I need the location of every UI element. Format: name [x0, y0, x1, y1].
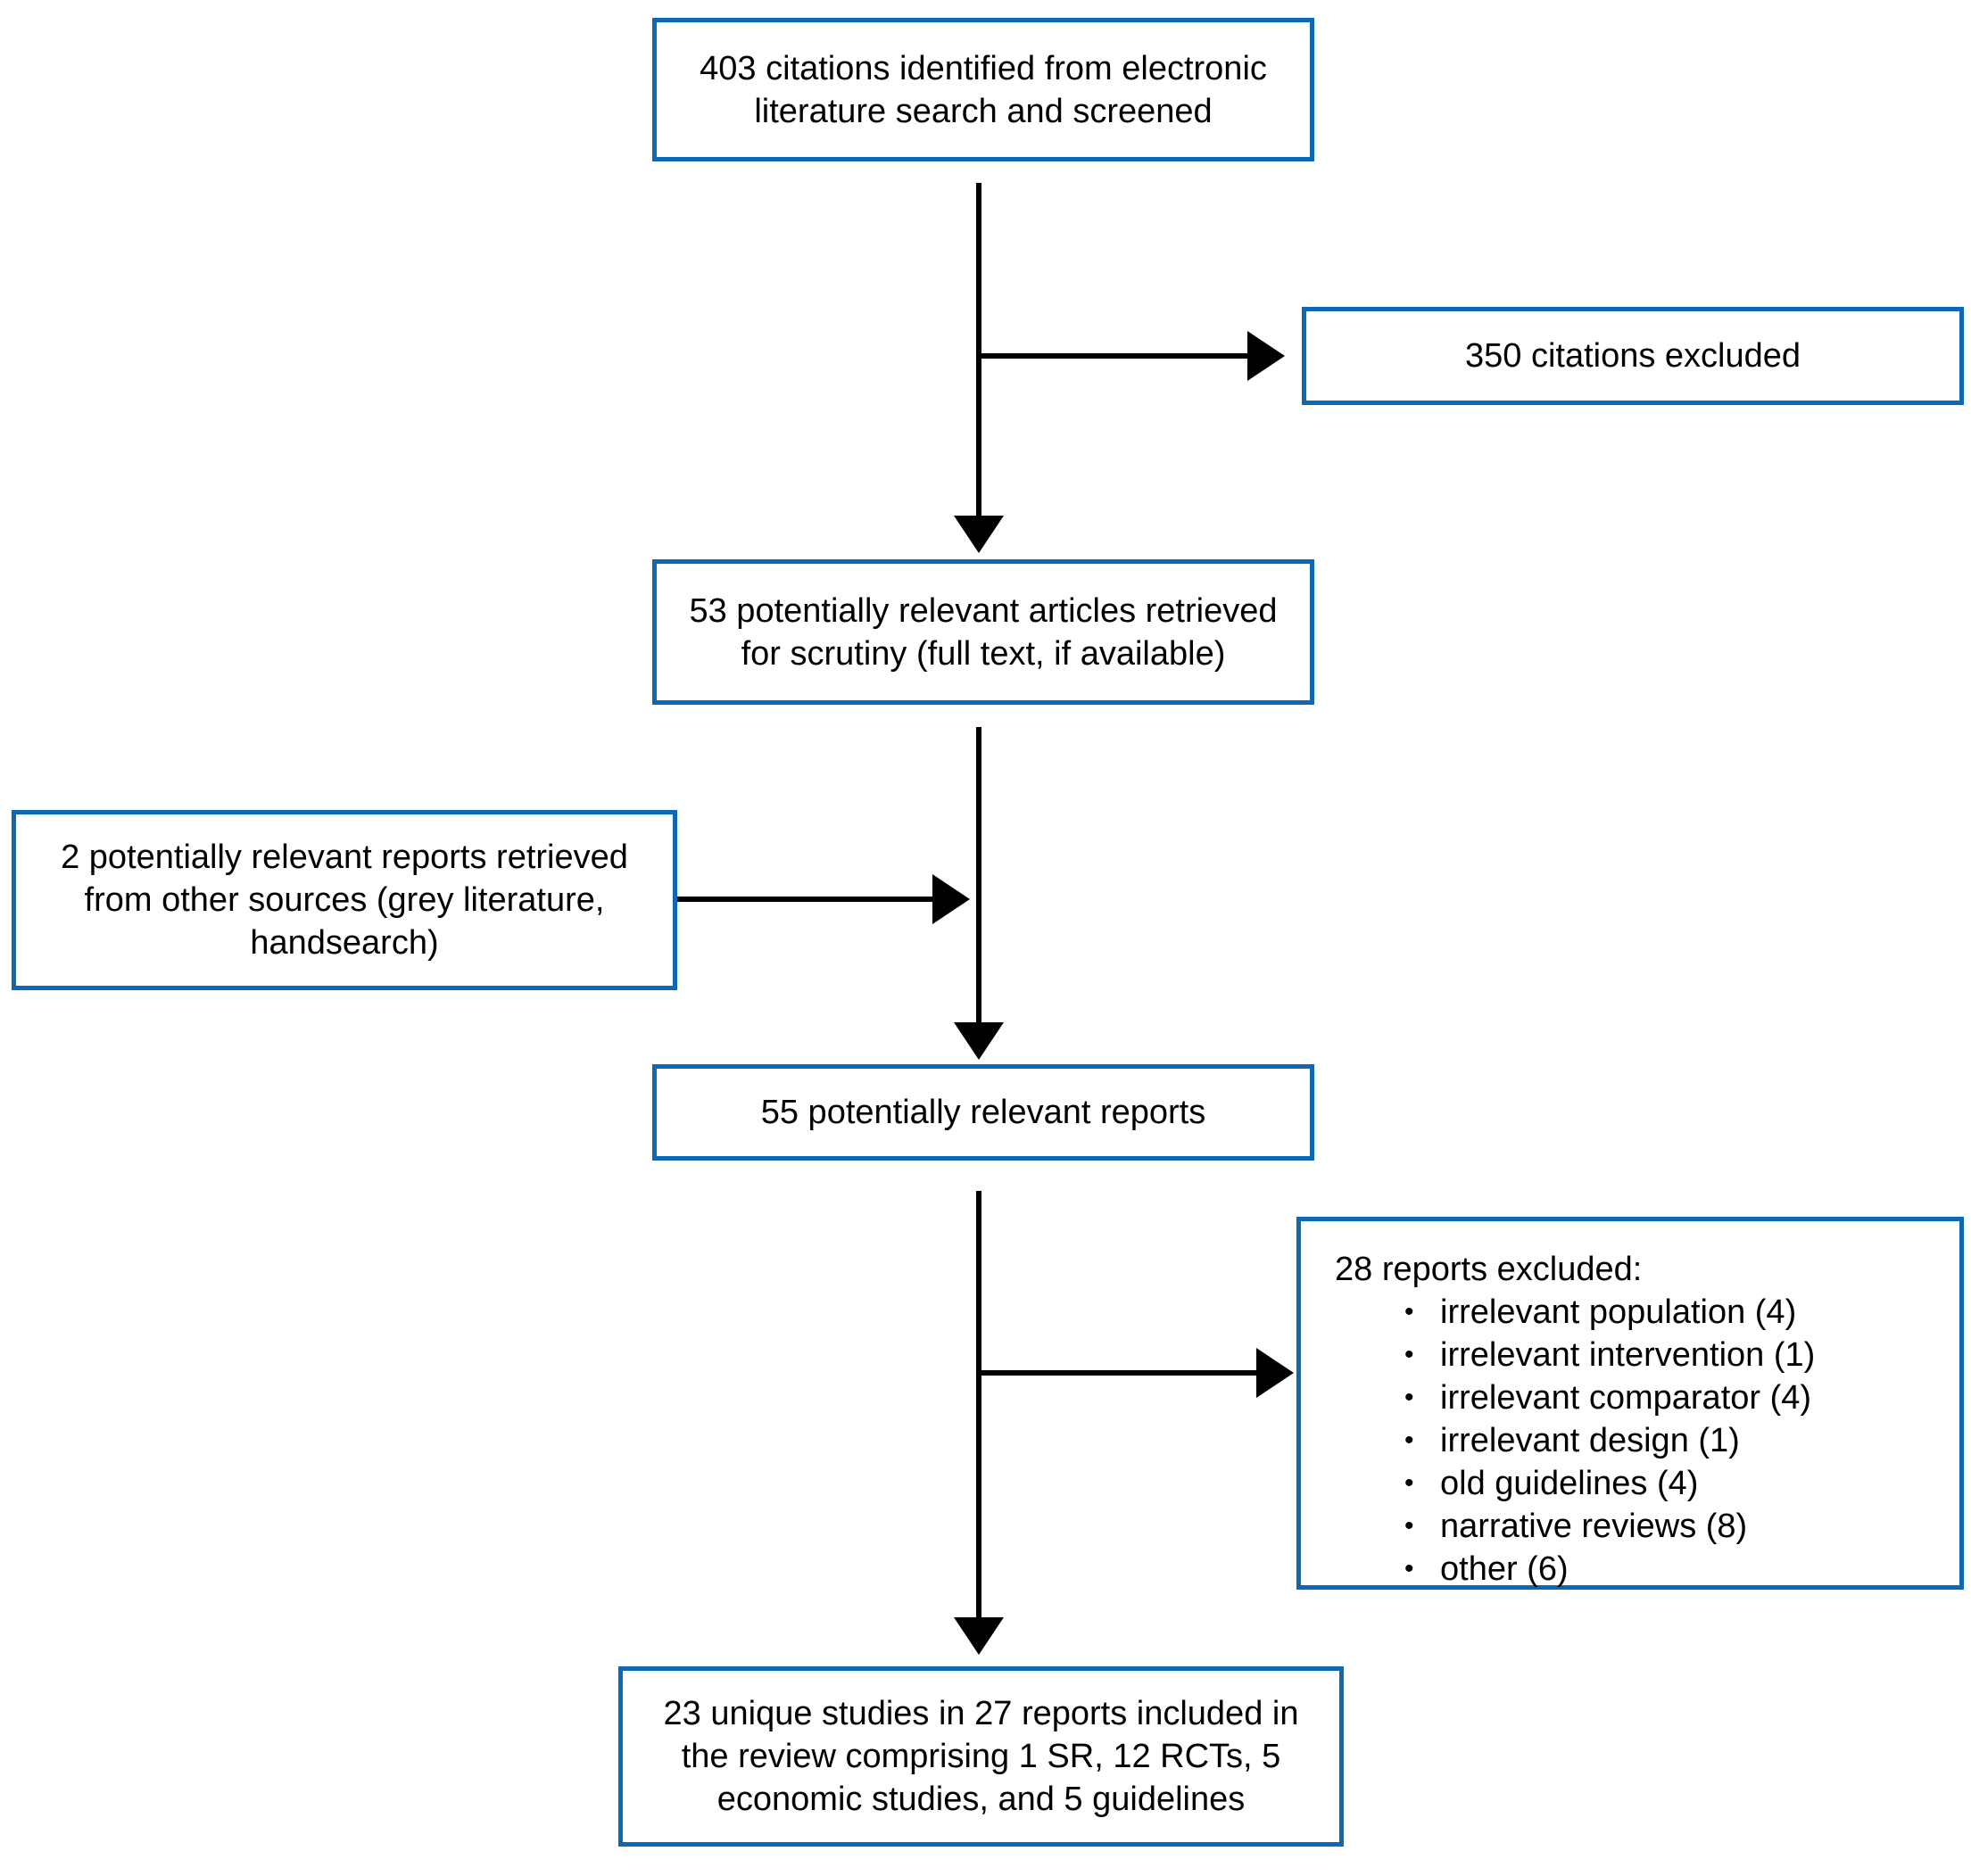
arrow-identified-to-retrieved	[954, 183, 1004, 553]
box-articles-retrieved: 53 potentially relevant articles retriev…	[652, 559, 1314, 705]
potentially-relevant-text: 55 potentially relevant reports	[760, 1094, 1206, 1131]
excluded-reason-item: old guidelines (4)	[1404, 1462, 1942, 1505]
other-sources-text: 2 potentially relevant reports retrieved…	[61, 839, 628, 962]
excluded-reason-item: irrelevant design (1)	[1404, 1419, 1942, 1462]
excluded-reason-item: irrelevant comparator (4)	[1404, 1376, 1942, 1419]
box-studies-included: 23 unique studies in 27 reports included…	[618, 1666, 1344, 1847]
box-reports-excluded: 28 reports excluded: irrelevant populati…	[1296, 1217, 1964, 1590]
arrow-retrieved-to-potentially-relevant	[954, 727, 1004, 1060]
box-citations-identified: 403 citations identified from electronic…	[652, 18, 1314, 161]
excluded-reason-item: narrative reviews (8)	[1404, 1505, 1942, 1548]
arrow-branch-to-excluded-reports	[979, 1348, 1294, 1398]
excluded-reasons-list: irrelevant population (4) irrelevant int…	[1335, 1291, 1942, 1591]
excluded-reason-item: irrelevant intervention (1)	[1404, 1334, 1942, 1376]
citations-excluded-text: 350 citations excluded	[1464, 337, 1801, 375]
arrow-potentially-relevant-to-included	[954, 1191, 1004, 1655]
box-other-sources: 2 potentially relevant reports retrieved…	[12, 810, 677, 990]
excluded-reason-item: other (6)	[1404, 1548, 1942, 1591]
arrow-branch-to-excluded-citations	[979, 331, 1285, 381]
reports-excluded-title: 28 reports excluded:	[1335, 1251, 1643, 1288]
excluded-reason-item: irrelevant population (4)	[1404, 1291, 1942, 1334]
citations-identified-text: 403 citations identified from electronic…	[700, 49, 1267, 130]
articles-retrieved-text: 53 potentially relevant articles retriev…	[689, 591, 1278, 673]
studies-included-text: 23 unique studies in 27 reports included…	[663, 1695, 1299, 1818]
box-citations-excluded: 350 citations excluded	[1302, 307, 1964, 405]
box-potentially-relevant-reports: 55 potentially relevant reports	[652, 1064, 1314, 1161]
arrow-other-sources-to-main	[677, 874, 970, 924]
